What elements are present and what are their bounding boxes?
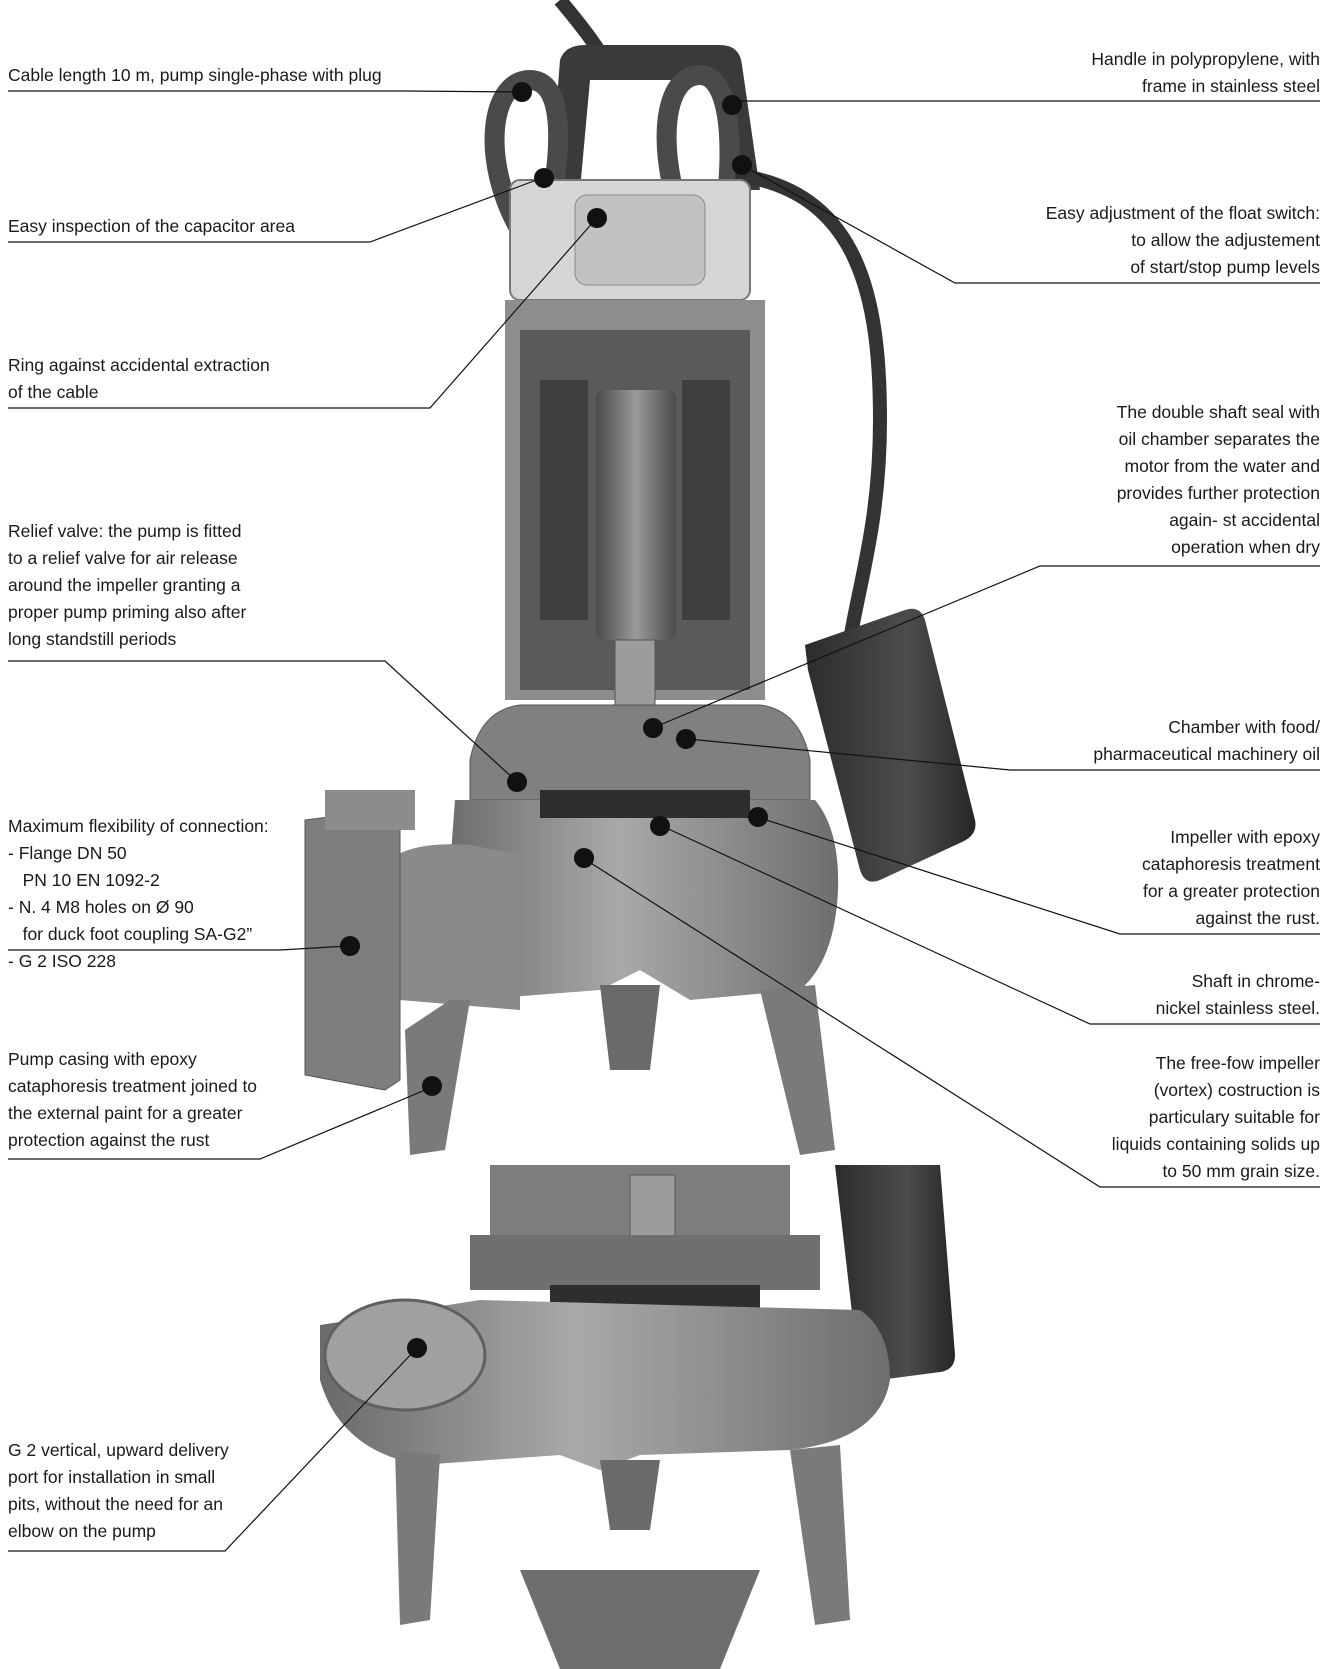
dot-impeller [748,807,768,827]
foot-left [405,1000,470,1155]
callout-ring-extraction: Ring against accidental extraction of th… [8,355,270,402]
lower-foot-left [395,1450,440,1625]
leader-oil-chamber [687,738,1320,771]
dot-flexibility [340,936,360,956]
callout-impeller: Impeller with epoxy cataphoresis treatme… [1141,827,1320,928]
upward-delivery-port [323,1298,487,1412]
foot-center [600,985,660,1070]
impeller [540,790,750,818]
dot-shaft-seal [643,718,663,738]
foot-right [760,985,835,1155]
dot-oil-chamber [676,729,696,749]
lower-pump-base [520,1570,760,1669]
dot-handle [722,95,742,115]
leader-capacitor [8,177,543,243]
callout-relief-valve: Relief valve: the pump is fitted to a re… [8,521,247,649]
leader-shaft [661,825,1320,1025]
leader-casing [8,1087,431,1160]
float-cable [734,168,888,642]
cable-loop-left [484,69,569,235]
leader-cable-length [8,90,521,93]
callout-connection-flexibility: Maximum flexibility of connection: - Fla… [8,816,269,971]
stator-left [540,380,588,620]
callout-oil-chamber: Chamber with food/ pharmaceutical machin… [1093,717,1320,764]
rotor [596,390,676,640]
float-switch [805,608,976,882]
callout-dots [340,82,768,1358]
oil-chamber [469,704,811,801]
callout-capacitor-inspection: Easy inspection of the capacitor area [8,216,295,236]
callout-vertical-port: G 2 vertical, upward delivery port for i… [8,1440,229,1541]
leader-vertical-port [8,1349,416,1552]
dot-ring [587,208,607,228]
leader-relief-valve [8,660,516,781]
leader-float-switch [741,164,1320,284]
stator-right [682,380,730,620]
callout-cable-length: Cable length 10 m, pump single-phase wit… [8,65,382,85]
dot-shaft [650,816,670,836]
lower-seal-chamber [470,1235,820,1290]
leader-lines [8,90,1320,1552]
leader-flexibility [8,945,349,951]
lower-pump [320,1165,955,1669]
dot-relief-valve [507,772,527,792]
dot-free-flow [574,848,594,868]
pump-casing [440,800,839,1000]
callout-pump-casing: Pump casing with epoxy cataphoresis trea… [8,1049,258,1150]
discharge-pipe [380,844,520,1010]
callout-shaft-seal: The double shaft seal with oil chamber s… [1116,402,1320,557]
dot-casing [422,1076,442,1096]
upper-pump [304,0,976,1155]
leader-shaft-seal [654,565,1320,728]
callout-float-switch: Easy adjustment of the float switch: to … [1045,203,1320,277]
leader-handle [731,100,1320,106]
leader-ring [8,219,596,409]
dot-vertical-port [407,1338,427,1358]
leader-impeller [759,817,1320,935]
dot-cable-length [512,82,532,102]
lower-foot-right [790,1445,850,1625]
leader-free-flow [585,859,1320,1188]
callout-free-flow-impeller: The free-fow impeller (vortex) costructi… [1111,1053,1320,1181]
dot-capacitor [534,168,554,188]
callout-shaft: Shaft in chrome- nickel stainless steel. [1155,971,1320,1018]
cable-loop-right [656,64,740,245]
capacitor-cover [574,194,706,286]
lower-foot-center [600,1460,660,1530]
dot-float-switch [732,155,752,175]
callout-handle: Handle in polypropylene, with frame in s… [1091,49,1320,96]
